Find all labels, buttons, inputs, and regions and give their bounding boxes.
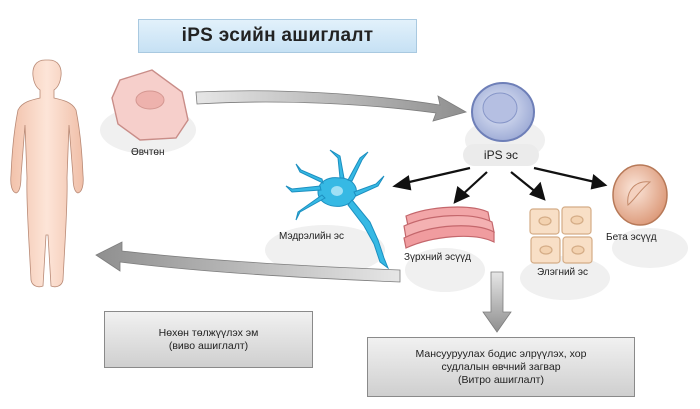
- human-body-figure: [10, 59, 84, 288]
- invitro-line-2: судлалын өвчний загвар: [441, 360, 561, 373]
- label-nerve-cell: Мэдрэлийн эс: [279, 231, 345, 242]
- label-heart-cells: Зүрхний эсүүд: [404, 252, 471, 263]
- label-beta-cells: Бета эсүүд: [606, 232, 657, 243]
- arrow-down: [482, 271, 512, 333]
- invitro-box: Мансууруулах бодис элрүүлэх, хор судлалы…: [367, 337, 635, 397]
- diagram-title: iPS эсийн ашиглалт: [181, 25, 374, 46]
- label-skin-cell: Өвчтөн: [131, 147, 165, 158]
- title-banner: iPS эсийн ашиглалт: [138, 19, 417, 53]
- invivo-line-2: (виво ашиглалт): [168, 339, 249, 352]
- beta-cell: [612, 164, 668, 226]
- invivo-box: Нөхөн төлжүүлэх эм (виво ашиглалт): [104, 311, 313, 368]
- nerve-cell: [285, 149, 390, 270]
- arrow-to-body: [95, 241, 401, 283]
- label-ips-cell: iPS эс: [463, 144, 539, 166]
- invitro-line-3: (Витро ашиглалт): [458, 373, 544, 386]
- differentiation-arrows: [392, 166, 608, 204]
- label-liver-cells: Элэгний эс: [537, 267, 589, 278]
- invitro-line-1: Мансууруулах бодис элрүүлэх, хор: [415, 347, 587, 360]
- invivo-line-1: Нөхөн төлжүүлэх эм: [158, 326, 259, 339]
- label-ips-text: iPS эс: [483, 148, 519, 162]
- arrow-to-ips: [195, 90, 468, 122]
- skin-cell: [111, 69, 189, 141]
- liver-cells: [529, 206, 593, 264]
- heart-cells: [403, 206, 495, 249]
- ips-cell: [471, 82, 535, 142]
